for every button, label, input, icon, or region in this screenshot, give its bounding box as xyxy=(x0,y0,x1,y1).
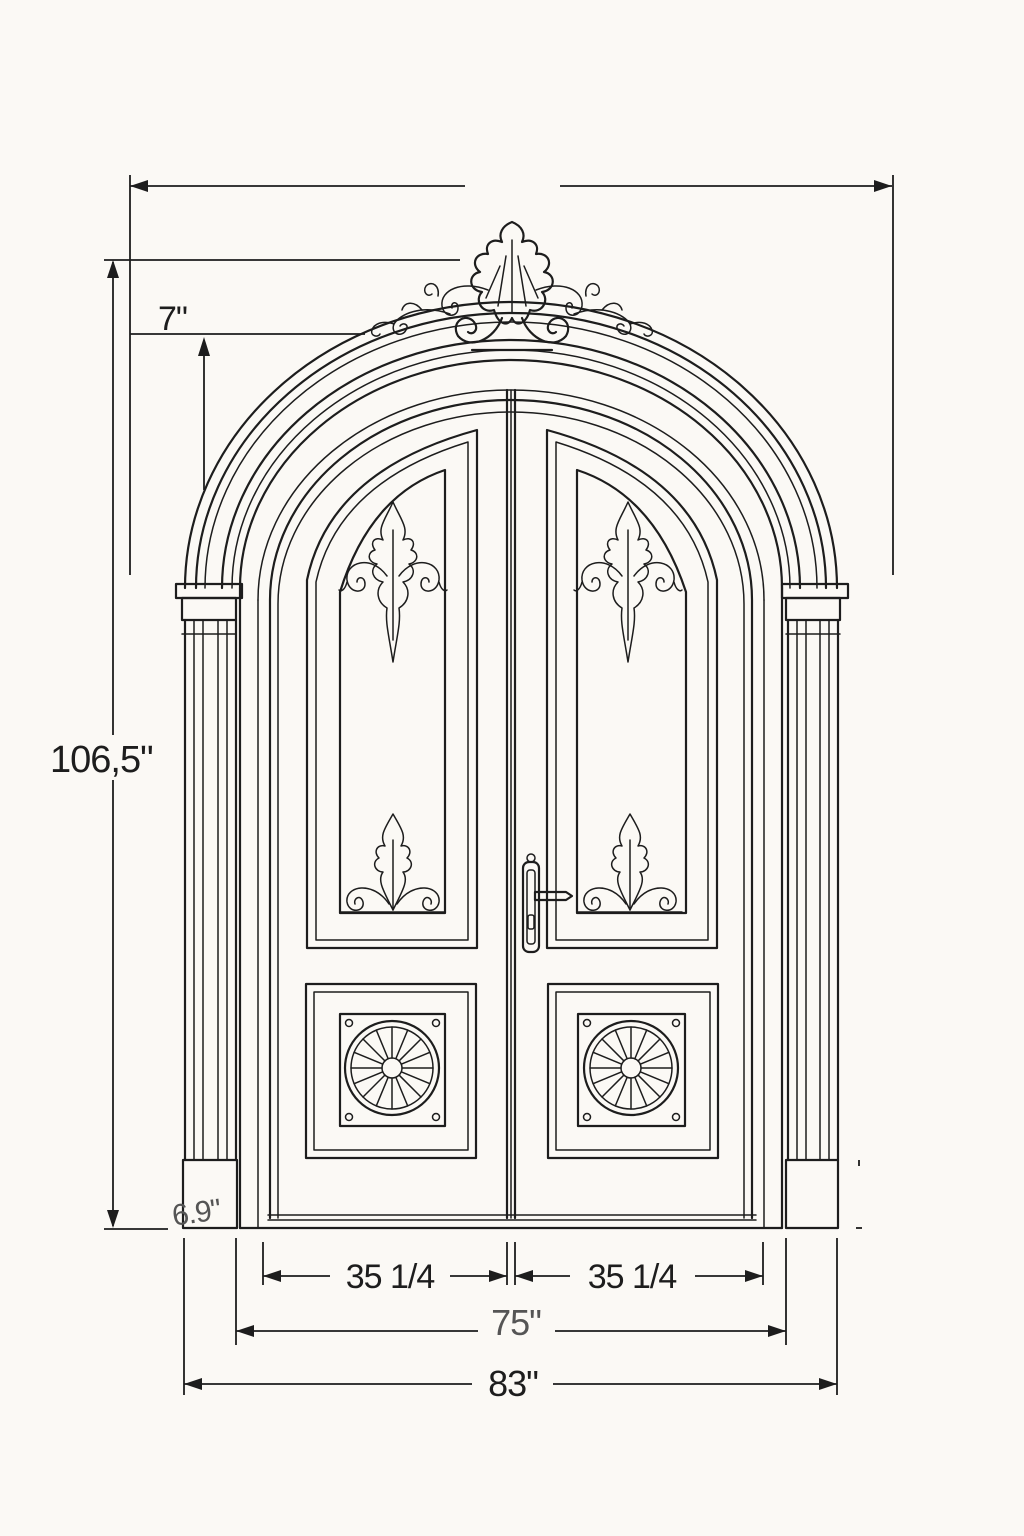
rosette-spoke xyxy=(639,1071,670,1085)
left-top-carving xyxy=(338,501,448,663)
right-pilaster xyxy=(780,582,850,1230)
label-leaf-left-width: 35 1/4 xyxy=(346,1258,435,1296)
door-handle[interactable] xyxy=(521,853,574,954)
left-upper-panel xyxy=(305,428,479,950)
crown-ornament xyxy=(370,220,654,352)
left-lower-panel xyxy=(304,982,478,1160)
rosette-spoke xyxy=(375,1029,389,1060)
rosette-spoke xyxy=(639,1051,670,1065)
left-rosette xyxy=(343,1018,441,1122)
rosette-corner-dot xyxy=(671,1018,681,1028)
rosette-spoke xyxy=(634,1029,648,1060)
rosette-corner-dot xyxy=(671,1112,681,1122)
right-top-carving xyxy=(573,501,683,663)
rosette-spoke xyxy=(398,1074,422,1098)
door-leaves xyxy=(268,388,754,1220)
right-rosette xyxy=(582,1018,681,1122)
rosette-spoke xyxy=(362,1074,386,1098)
door-frame xyxy=(174,300,850,1230)
rosette-spoke xyxy=(400,1071,431,1085)
rosette-spoke xyxy=(395,1076,409,1107)
rosette-spoke xyxy=(614,1076,628,1107)
right-bottom-carving xyxy=(577,813,683,913)
rosette-spoke xyxy=(592,1071,623,1085)
rosette-corner-dot xyxy=(582,1112,592,1122)
right-lower-panel xyxy=(546,982,720,1160)
rosette-spoke xyxy=(601,1074,625,1098)
rosette-spoke xyxy=(353,1051,384,1065)
label-overall-height: 106,5" xyxy=(50,739,153,781)
left-pilaster xyxy=(174,582,244,1230)
dimension-labels: 7" 106,5" 6.9" 35 1/4 35 1/4 75" 83" xyxy=(50,300,677,1404)
rosette-spoke xyxy=(592,1051,623,1065)
rosette-corner-dot xyxy=(344,1112,354,1122)
rosette-spoke xyxy=(601,1038,625,1062)
label-overall-width: 83" xyxy=(488,1363,538,1404)
rosette-corner-dot xyxy=(431,1018,441,1028)
dimension-lines xyxy=(104,175,894,1395)
right-upper-panel xyxy=(545,428,719,950)
rosette-spoke xyxy=(395,1029,409,1060)
rosette-spoke xyxy=(634,1076,648,1107)
label-crown-offset: 7" xyxy=(158,300,187,338)
rosette-spoke xyxy=(375,1076,389,1107)
rosette-corner-dot xyxy=(582,1018,592,1028)
rosette-spoke xyxy=(398,1038,422,1062)
rosette-spoke xyxy=(614,1029,628,1060)
rosette-spoke xyxy=(362,1038,386,1062)
label-plinth: 6.9" xyxy=(170,1193,223,1232)
label-leaf-right-width: 35 1/4 xyxy=(588,1258,677,1296)
rosette-outer-ring xyxy=(582,1019,680,1117)
rosette-corner-dot xyxy=(344,1018,354,1028)
left-bottom-carving xyxy=(340,813,446,913)
rosette-spoke xyxy=(353,1071,384,1085)
rosette-spoke xyxy=(400,1051,431,1065)
label-opening-width: 75" xyxy=(491,1302,541,1343)
rosette-outer-ring xyxy=(343,1019,441,1117)
rosette-spoke xyxy=(637,1038,661,1062)
rosette-corner-dot xyxy=(431,1112,441,1122)
rosette-spoke xyxy=(637,1074,661,1098)
